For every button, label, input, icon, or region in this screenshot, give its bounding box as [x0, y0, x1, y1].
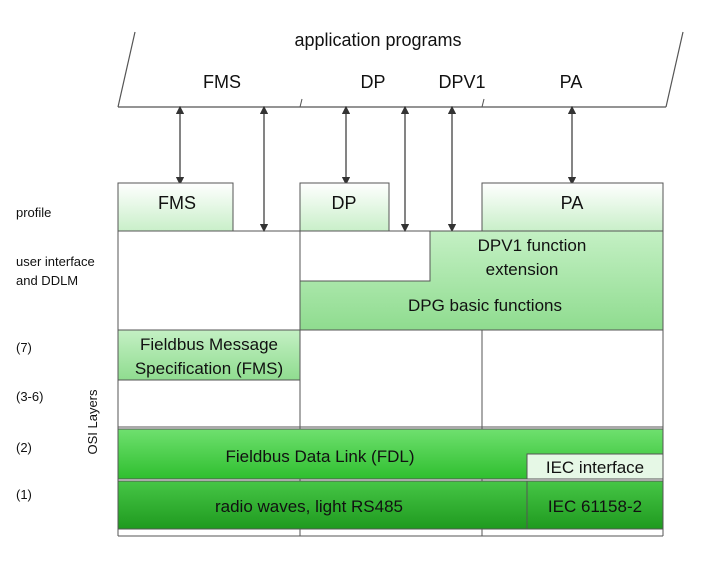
label-layer-1: (1) — [16, 487, 32, 502]
dpv1-extension-label-1: DPV1 function — [478, 236, 587, 255]
fdl-region: Fieldbus Data Link (FDL) IEC interface — [117, 428, 664, 480]
label-osi-layers: OSI Layers — [85, 389, 100, 455]
iec-interface-box — [526, 453, 664, 480]
user-interface-region: DPV1 function extension DPG basic functi… — [299, 230, 664, 331]
profile-boxes: FMS DP PA — [117, 182, 664, 232]
label-layer-3-6: (3-6) — [16, 389, 43, 404]
iec-61158-box — [526, 480, 664, 530]
app-dp-label: DP — [360, 72, 385, 92]
fms-spec-label-1: Fieldbus Message — [140, 335, 278, 354]
dpv1-extension-label-2: extension — [486, 260, 559, 279]
label-layer-2: (2) — [16, 440, 32, 455]
pa-profile-box — [481, 182, 664, 232]
iec-61158-label: IEC 61158-2 — [548, 497, 642, 516]
physical-layer-region: radio waves, light RS485 IEC 61158-2 — [117, 480, 664, 530]
application-programs-title: application programs — [294, 30, 461, 50]
label-user-interface-2: and DDLM — [16, 273, 78, 288]
fms-profile-box — [117, 182, 234, 232]
fms-profile-label: FMS — [158, 193, 196, 213]
dp-profile-label: DP — [331, 193, 356, 213]
radio-label: radio waves, light RS485 — [215, 497, 403, 516]
application-programs-band: application programs FMS DP DPV1 PA — [117, 30, 684, 108]
app-pa-label: PA — [560, 72, 583, 92]
fms-spec-region: Fieldbus Message Specification (FMS) — [117, 329, 301, 381]
label-user-interface-1: user interface — [16, 254, 95, 269]
label-profile: profile — [16, 205, 51, 220]
app-fms-label: FMS — [203, 72, 241, 92]
pa-profile-label: PA — [561, 193, 584, 213]
iec-interface-label: IEC interface — [546, 458, 644, 477]
app-dpv1-label: DPV1 — [438, 72, 485, 92]
dp-profile-box — [299, 182, 390, 232]
layer-labels: profile user interface and DDLM (7) (3-6… — [16, 205, 100, 502]
fdl-label: Fieldbus Data Link (FDL) — [226, 447, 415, 466]
label-layer-7: (7) — [16, 340, 32, 355]
fms-spec-label-2: Specification (FMS) — [135, 359, 283, 378]
interface-arrows — [175, 105, 577, 233]
fms-spec-box — [117, 329, 301, 381]
dpg-basic-functions-label: DPG basic functions — [408, 296, 562, 315]
